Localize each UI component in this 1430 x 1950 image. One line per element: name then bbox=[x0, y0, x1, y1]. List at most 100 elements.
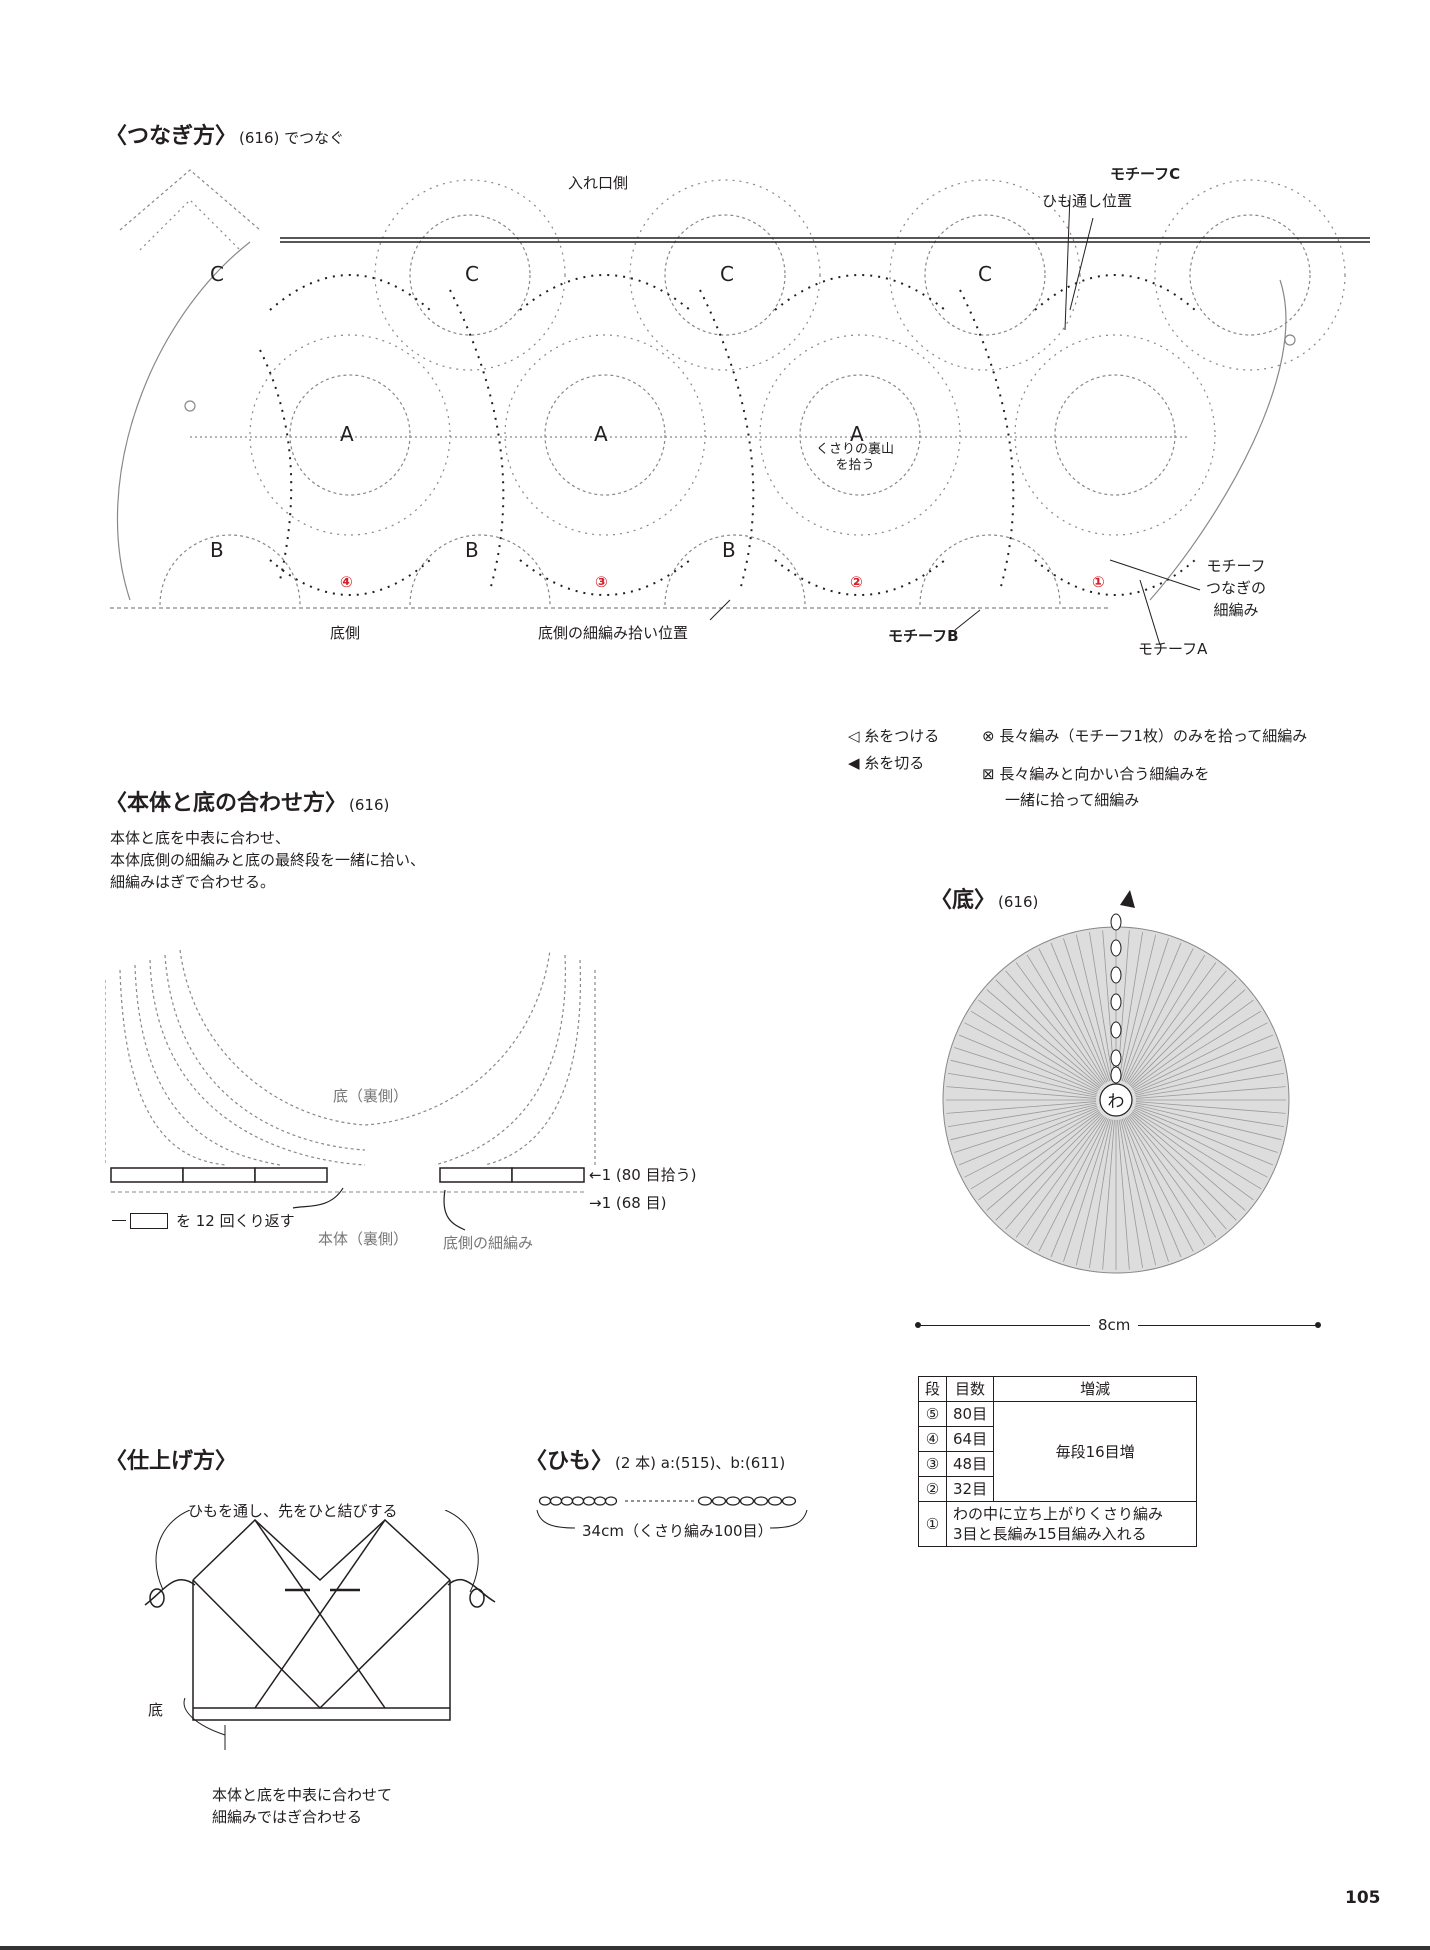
motif-c-3 bbox=[629, 179, 821, 371]
leader-bottom-pickup bbox=[709, 599, 731, 621]
cord-length: 34cm（くさり編み100目） bbox=[582, 1522, 773, 1540]
motif-letter-a2: A bbox=[594, 422, 608, 446]
joining-heading-title: 〈つなぎ方〉 bbox=[105, 124, 238, 149]
label-row1-pick: ←1 (80 目拾う) bbox=[589, 1166, 697, 1184]
repeat-box-3 bbox=[254, 1167, 328, 1183]
label-cord-position: ひも通し位置 bbox=[1042, 192, 1133, 210]
cord-length-bracket bbox=[536, 1509, 808, 1529]
assembly-text: 本体と底を中表に合わせ、 本体底側の細編みと底の最終段を一緒に拾い、 細編みはぎ… bbox=[110, 827, 425, 893]
table-cell-count: 80目 bbox=[946, 1401, 995, 1427]
repeat-box-4 bbox=[439, 1167, 513, 1183]
page-bottom-rule bbox=[0, 1946, 1430, 1950]
legend-x-box-2: 一緒に拾って細編み bbox=[1005, 791, 1140, 809]
label-back-bump: くさりの裏山 を拾う bbox=[816, 442, 894, 474]
joining-sc-arcs bbox=[259, 274, 1196, 596]
width-line-left-dot bbox=[915, 1322, 921, 1328]
motif-b-1 bbox=[159, 534, 301, 606]
label-joining-sc: モチーフ つなぎの 細編み bbox=[1206, 555, 1266, 621]
label-bottom-sc-pickup: 底側の細編み拾い位置 bbox=[538, 624, 689, 642]
motif-b-2 bbox=[409, 534, 551, 606]
knot-right bbox=[469, 1588, 485, 1608]
motif-letter-c4: C bbox=[978, 262, 992, 286]
motif-b-3 bbox=[664, 534, 806, 606]
table-cell-count: 64目 bbox=[946, 1426, 995, 1452]
assembly-text-3: 細編みはぎで合わせる。 bbox=[110, 873, 276, 891]
assembly-text-1: 本体と底を中表に合わせ、 bbox=[110, 829, 291, 847]
motif-letter-b1: B bbox=[210, 538, 224, 562]
assembly-heading: 〈本体と底の合わせ方〉(616) bbox=[105, 785, 389, 817]
repeat-box-1 bbox=[110, 1167, 184, 1183]
width-label: 8cm bbox=[1090, 1316, 1139, 1334]
label-body-wrong-side: 本体（裏側） bbox=[318, 1230, 409, 1248]
label-joining-sc-1: モチーフ bbox=[1206, 557, 1266, 575]
cord-heading-title: 〈ひも〉 bbox=[525, 1449, 614, 1474]
table-first-line2: 3目と長編み15目編み入れる bbox=[953, 1525, 1147, 1543]
label-join-note: 本体と底を中表に合わせて 細編みではぎ合わせる bbox=[212, 1784, 392, 1828]
cord-right bbox=[447, 1578, 496, 1603]
joining-diagram bbox=[110, 169, 1370, 646]
motif-c-2 bbox=[374, 179, 566, 371]
label-back-bump-1: くさりの裏山 bbox=[816, 442, 895, 457]
leader-bottom-sc bbox=[443, 1189, 466, 1231]
label-join-note-2: 細編みではぎ合わせる bbox=[212, 1808, 363, 1826]
repeat-legend-dash bbox=[112, 1220, 126, 1221]
label-motif-a: モチーフA bbox=[1138, 640, 1208, 658]
leader-cord-right bbox=[444, 1510, 479, 1593]
motif-letter-c3: C bbox=[720, 262, 734, 286]
motif-a-2 bbox=[504, 334, 706, 536]
finishing-heading: 〈仕上げ方〉 bbox=[105, 1449, 238, 1474]
table-cell-step: ① bbox=[917, 1501, 948, 1547]
assembly-diagram bbox=[105, 949, 596, 1231]
table-cell-step: ② bbox=[917, 1476, 948, 1502]
base-ring bbox=[1099, 1083, 1133, 1117]
motif-letter-b2: B bbox=[465, 538, 479, 562]
label-bottom-side: 底側 bbox=[330, 624, 361, 642]
leader-body-wrong bbox=[292, 1187, 344, 1209]
table-cell-step: ⑤ bbox=[917, 1401, 948, 1427]
label-back-bump-2: を拾う bbox=[835, 458, 875, 473]
repeat-legend-text: を 12 回くり返す bbox=[176, 1212, 295, 1230]
width-line-right-dot bbox=[1315, 1322, 1321, 1328]
motif-c-4 bbox=[889, 179, 1081, 371]
motif-letter-a1: A bbox=[340, 422, 354, 446]
table-header-row: 段 目数 増減 bbox=[917, 1376, 1198, 1402]
table-header-change: 増減 bbox=[993, 1376, 1198, 1402]
label-motif-c: モチーフC bbox=[1110, 165, 1181, 183]
repeat-legend-box bbox=[130, 1212, 168, 1229]
motif-letter-a3: A bbox=[850, 422, 864, 446]
table-cell-step: ④ bbox=[917, 1426, 948, 1452]
label-motif-b: モチーフB bbox=[888, 627, 959, 645]
label-join-note-1: 本体と底を中表に合わせて bbox=[212, 1786, 393, 1804]
motif-letter-b3: B bbox=[722, 538, 736, 562]
assembly-heading-sub: (616) bbox=[349, 796, 390, 814]
cord-heading: 〈ひも〉(2 本) a:(515)、b:(611) bbox=[525, 1443, 785, 1475]
bag-diagonal-1 bbox=[192, 1579, 451, 1710]
leader-cord-left bbox=[155, 1510, 191, 1591]
table-header-count: 目数 bbox=[946, 1376, 995, 1402]
table-row: ④ 64目 bbox=[917, 1426, 1197, 1452]
order-mark-3: ③ bbox=[595, 573, 608, 591]
base-step-table: 段 目数 増減 ⑤ 80目 毎段16目増 ④ 64目 ③ 48目 ② 32目 ①… bbox=[917, 1376, 1198, 1547]
leader-joining-sc bbox=[1109, 559, 1201, 591]
repeat-box-5 bbox=[511, 1167, 585, 1183]
base-heading-title: 〈底〉 bbox=[930, 888, 997, 913]
motif-b-4 bbox=[919, 534, 1061, 606]
table-header-step: 段 bbox=[917, 1376, 948, 1402]
table-row: ⑤ 80目 毎段16目増 bbox=[917, 1401, 1198, 1502]
motif-letter-c1: C bbox=[210, 262, 224, 286]
label-cord-note: ひもを通し、先をひと結びする bbox=[188, 1502, 398, 1520]
label-row1-count: →1 (68 目) bbox=[589, 1194, 667, 1212]
leader-bottom bbox=[183, 1697, 226, 1736]
table-cell-first-desc: わの中に立ち上がりくさり編み 3目と長編み15目編み入れる bbox=[946, 1501, 1198, 1547]
leader-motif-a bbox=[1139, 579, 1161, 646]
label-joining-sc-3: 細編み bbox=[1213, 601, 1259, 619]
bag-outline bbox=[192, 1580, 451, 1721]
base-diagram: わ bbox=[942, 890, 1290, 1274]
motif-c-5 bbox=[1154, 179, 1346, 371]
motif-a-3 bbox=[759, 334, 961, 536]
table-first-line1: わの中に立ち上がりくさり編み bbox=[953, 1505, 1164, 1523]
motif-a-4 bbox=[1014, 334, 1216, 536]
leader-cord-position bbox=[1069, 217, 1094, 311]
base-ring-label: わ bbox=[1108, 1092, 1125, 1112]
cord-chain bbox=[538, 1496, 797, 1506]
